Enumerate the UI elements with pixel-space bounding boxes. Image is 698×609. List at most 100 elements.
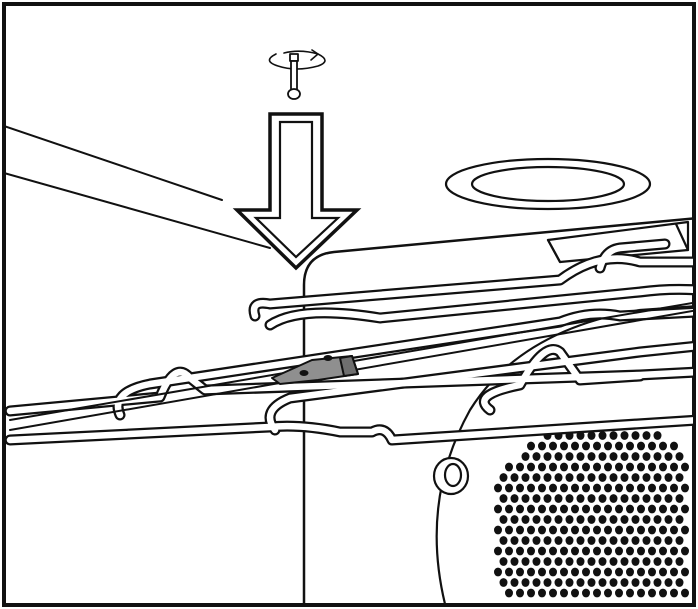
grille-hole [582, 588, 590, 598]
grille-hole [609, 536, 618, 545]
grille-hole [549, 567, 557, 577]
grille-hole [659, 567, 667, 577]
grille-hole [560, 588, 568, 598]
grille-hole [565, 452, 574, 461]
grille-hole [615, 567, 623, 577]
grille-hole [637, 504, 645, 514]
grille-hole [516, 546, 524, 556]
grille-hole [620, 515, 629, 524]
grille-hole [631, 536, 640, 545]
grille-hole [620, 578, 629, 587]
grille-hole [587, 557, 596, 566]
grille-hole [587, 578, 596, 587]
grille-hole [532, 473, 541, 482]
grille-hole [510, 473, 519, 482]
grille-hole [527, 441, 535, 451]
grille-hole [510, 557, 519, 566]
grille-hole [593, 483, 601, 493]
grille-hole [637, 567, 645, 577]
grille-hole [521, 578, 530, 587]
grille-hole [560, 567, 568, 577]
grille-hole [532, 452, 541, 461]
grille-hole [598, 473, 607, 482]
grille-hole [648, 483, 656, 493]
grille-hole [538, 546, 546, 556]
grille-hole [582, 567, 590, 577]
grille-hole [571, 588, 579, 598]
grille-hole [505, 504, 513, 514]
fixing-bracket [271, 355, 359, 385]
grille-hole [659, 525, 667, 535]
grille-hole [664, 515, 673, 524]
grille-hole [543, 557, 552, 566]
grille-hole [560, 483, 568, 493]
rotation-icon [268, 50, 326, 70]
grille-hole [659, 546, 667, 556]
grille-hole [664, 494, 673, 503]
grille-hole [510, 494, 519, 503]
grille-hole [637, 441, 645, 451]
grille-hole [571, 567, 579, 577]
grille-hole [615, 525, 623, 535]
grille-hole [516, 525, 524, 535]
grille-hole [549, 525, 557, 535]
grille-hole [565, 494, 574, 503]
grille-hole [543, 494, 552, 503]
grille-hole [593, 588, 601, 598]
grille-hole [576, 578, 585, 587]
grille-hole [571, 441, 579, 451]
grille-hole [637, 588, 645, 598]
grille-hole [527, 462, 535, 472]
grille-hole [609, 431, 618, 440]
oven-cavity-lines [6, 125, 271, 249]
grille-hole [670, 441, 678, 451]
grille-hole [642, 515, 651, 524]
grille-hole [560, 441, 568, 451]
grille-hole [532, 515, 541, 524]
grille-hole [505, 588, 513, 598]
grille-hole [653, 494, 662, 503]
grille-hole [560, 504, 568, 514]
grille-hole [648, 525, 656, 535]
grille-hole [554, 515, 563, 524]
grille-hole [659, 462, 667, 472]
grille-hole [587, 431, 596, 440]
grille-hole [681, 504, 689, 514]
grille-hole [538, 588, 546, 598]
grille-hole [532, 536, 541, 545]
grille-hole [631, 473, 640, 482]
grille-hole [670, 504, 678, 514]
grille-hole [675, 473, 684, 482]
grille-hole [675, 494, 684, 503]
grille-hole [598, 536, 607, 545]
fan-cover [432, 305, 693, 604]
grille-hole [494, 546, 502, 556]
grille-hole [554, 536, 563, 545]
grille-hole [604, 546, 612, 556]
grille-hole [648, 504, 656, 514]
grille-hole [527, 546, 535, 556]
element-mounting-block [546, 220, 690, 264]
grille-hole [598, 494, 607, 503]
grille-hole [538, 504, 546, 514]
grille-hole [571, 525, 579, 535]
grille-hole [587, 473, 596, 482]
grille-hole [521, 536, 530, 545]
grille-hole [675, 536, 684, 545]
grille-hole [626, 567, 634, 577]
grille-hole [587, 494, 596, 503]
grille-hole [527, 588, 535, 598]
grille-hole [527, 525, 535, 535]
grille-hole [510, 536, 519, 545]
grille-hole [538, 483, 546, 493]
grille-hole [505, 546, 513, 556]
down-arrow-icon [232, 112, 362, 271]
oven-light [444, 157, 652, 211]
grille-hole [659, 588, 667, 598]
grille-hole [642, 557, 651, 566]
grille-hole [571, 462, 579, 472]
grille-hole [499, 557, 508, 566]
grille-hole [670, 462, 678, 472]
grille-hole [554, 494, 563, 503]
